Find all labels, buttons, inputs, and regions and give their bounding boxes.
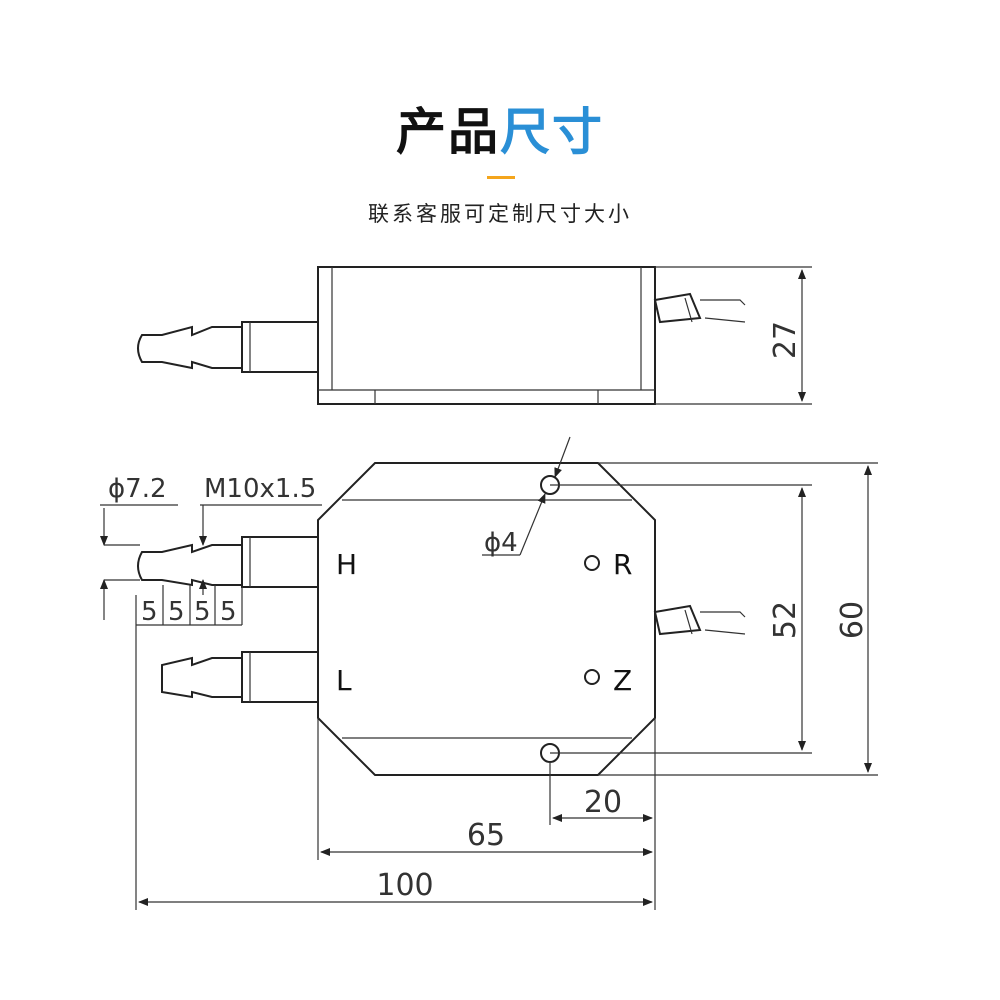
dim-hole-spacing: 52 <box>768 601 803 639</box>
dim-barb-dia: ϕ7.2 <box>108 474 167 504</box>
dim-hole-dia: ϕ4 <box>484 528 518 558</box>
dim-barb-step-4: 5 <box>220 597 237 627</box>
side-barb <box>137 325 242 370</box>
title-part-1: 产品 <box>396 103 500 161</box>
dim-thread: M10x1.5 <box>204 474 316 504</box>
top-body <box>317 462 656 776</box>
side-view: 27 <box>137 266 812 405</box>
zero-label: Z <box>613 664 632 697</box>
subtitle: 联系客服可定制尺寸大小 <box>368 202 632 226</box>
dim-height-side: 27 <box>768 321 803 359</box>
top-view: H L R Z ϕ4 52 60 ϕ7.2 <box>100 436 878 910</box>
dim-overall-width: 100 <box>376 868 433 903</box>
dim-barb-step-2: 5 <box>168 597 185 627</box>
port-high-label: H <box>336 548 357 581</box>
title-underline <box>487 176 515 179</box>
side-thread <box>241 321 319 373</box>
high-thread <box>241 536 319 588</box>
zero-pot <box>584 669 600 685</box>
reset-label: R <box>613 548 632 581</box>
dim-barb-step-1: 5 <box>141 597 158 627</box>
dim-barb-step-3: 5 <box>194 597 211 627</box>
dim-body-width: 65 <box>467 818 505 853</box>
title-part-2: 尺寸 <box>500 103 604 161</box>
dim-hole-offset: 20 <box>584 785 622 820</box>
port-low-label: L <box>336 664 352 697</box>
page-title: 产品尺寸 <box>0 92 1000 164</box>
dim-body-height: 60 <box>835 601 870 639</box>
high-barb <box>137 543 242 587</box>
side-body <box>317 266 656 405</box>
low-thread <box>241 651 319 703</box>
low-barb <box>161 656 242 699</box>
reset-pot <box>584 555 600 571</box>
